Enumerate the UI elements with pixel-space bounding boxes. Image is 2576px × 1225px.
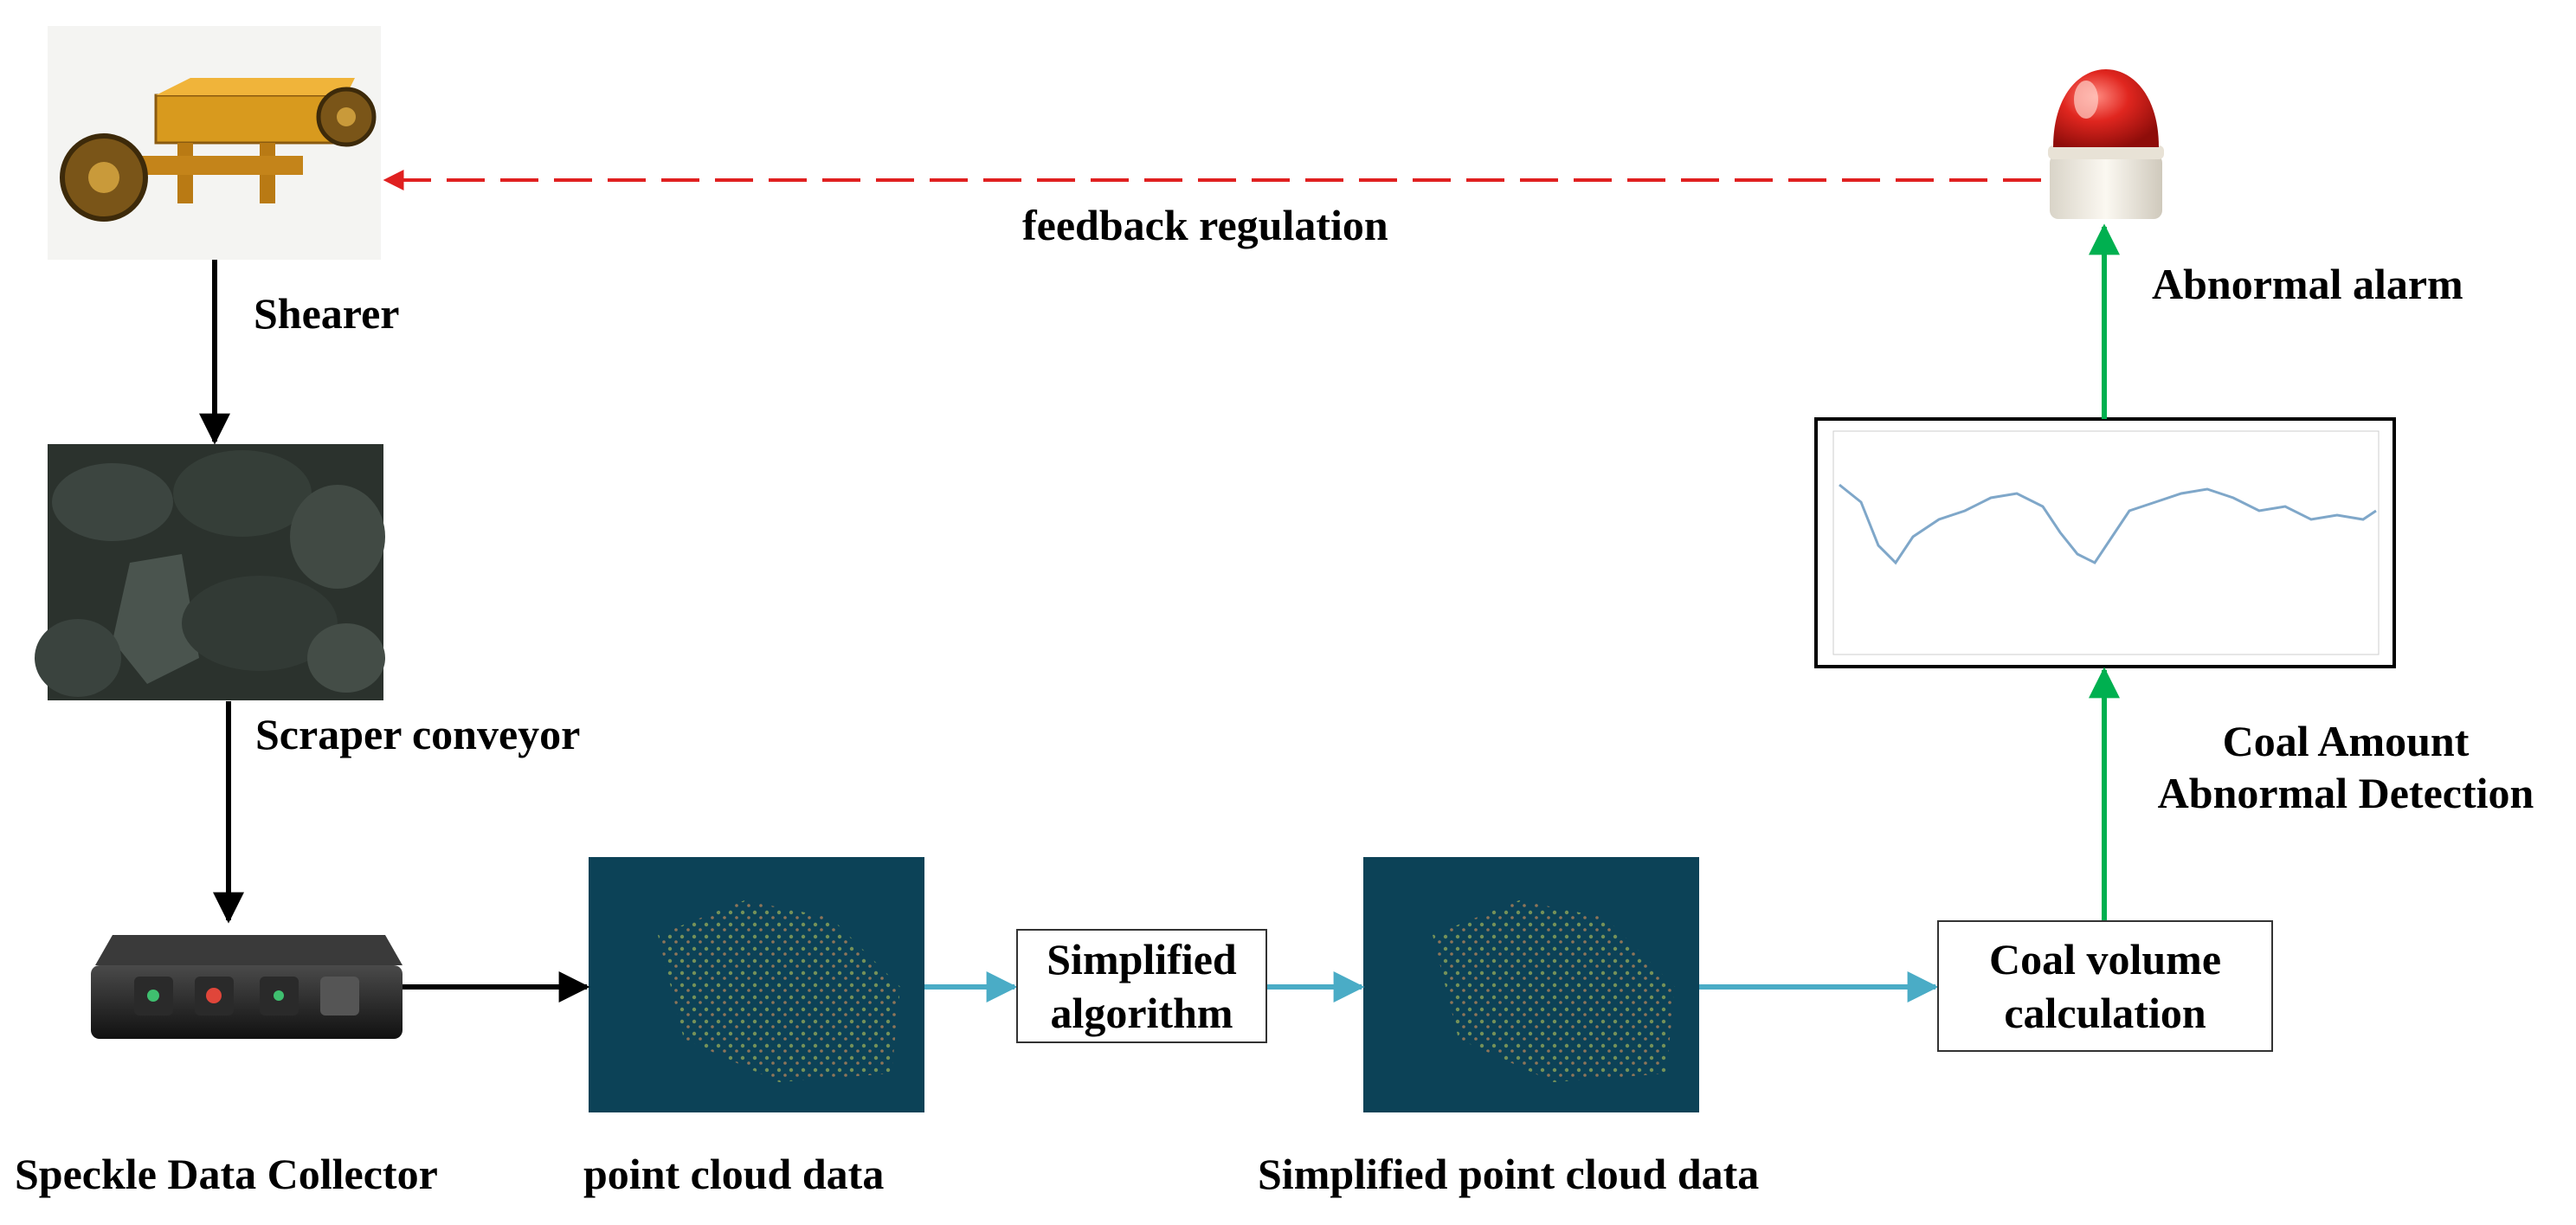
simplified-point-cloud-image bbox=[1363, 857, 1699, 1112]
detection-label-line2: Abnormal Detection bbox=[2157, 769, 2534, 817]
feedback-regulation-label: feedback regulation bbox=[1022, 201, 1388, 249]
simplified-algorithm-line1: Simplified bbox=[1046, 934, 1237, 983]
shearer-label: Shearer bbox=[254, 289, 400, 338]
chart-thumbnail bbox=[1814, 417, 2396, 668]
coal-volume-box: Coal volume calculation bbox=[1937, 920, 2273, 1052]
simplified-algorithm-line2: algorithm bbox=[1050, 989, 1233, 1037]
coal-volume-line1: Coal volume bbox=[1988, 934, 2222, 983]
abnormal-alarm-label: Abnormal alarm bbox=[2152, 260, 2463, 308]
coal-volume-line2: calculation bbox=[2004, 989, 2206, 1037]
simplified-point-cloud-label: Simplified point cloud data bbox=[1258, 1150, 1760, 1198]
scraper-conveyor-label: Scraper conveyor bbox=[255, 710, 581, 758]
point-cloud-label: point cloud data bbox=[583, 1150, 885, 1198]
simplified-algorithm-box: Simplified algorithm bbox=[1016, 929, 1267, 1043]
speckle-collector-label: Speckle Data Collector bbox=[15, 1150, 438, 1198]
point-cloud-image bbox=[589, 857, 924, 1112]
coal-image bbox=[35, 444, 385, 700]
alarm-light-image bbox=[2048, 69, 2164, 219]
speckle-collector-image bbox=[91, 935, 402, 1039]
detection-label: Coal Amount Abnormal Detection bbox=[2129, 715, 2562, 819]
shearer-image bbox=[48, 26, 381, 260]
detection-label-line1: Coal Amount bbox=[2222, 717, 2470, 765]
